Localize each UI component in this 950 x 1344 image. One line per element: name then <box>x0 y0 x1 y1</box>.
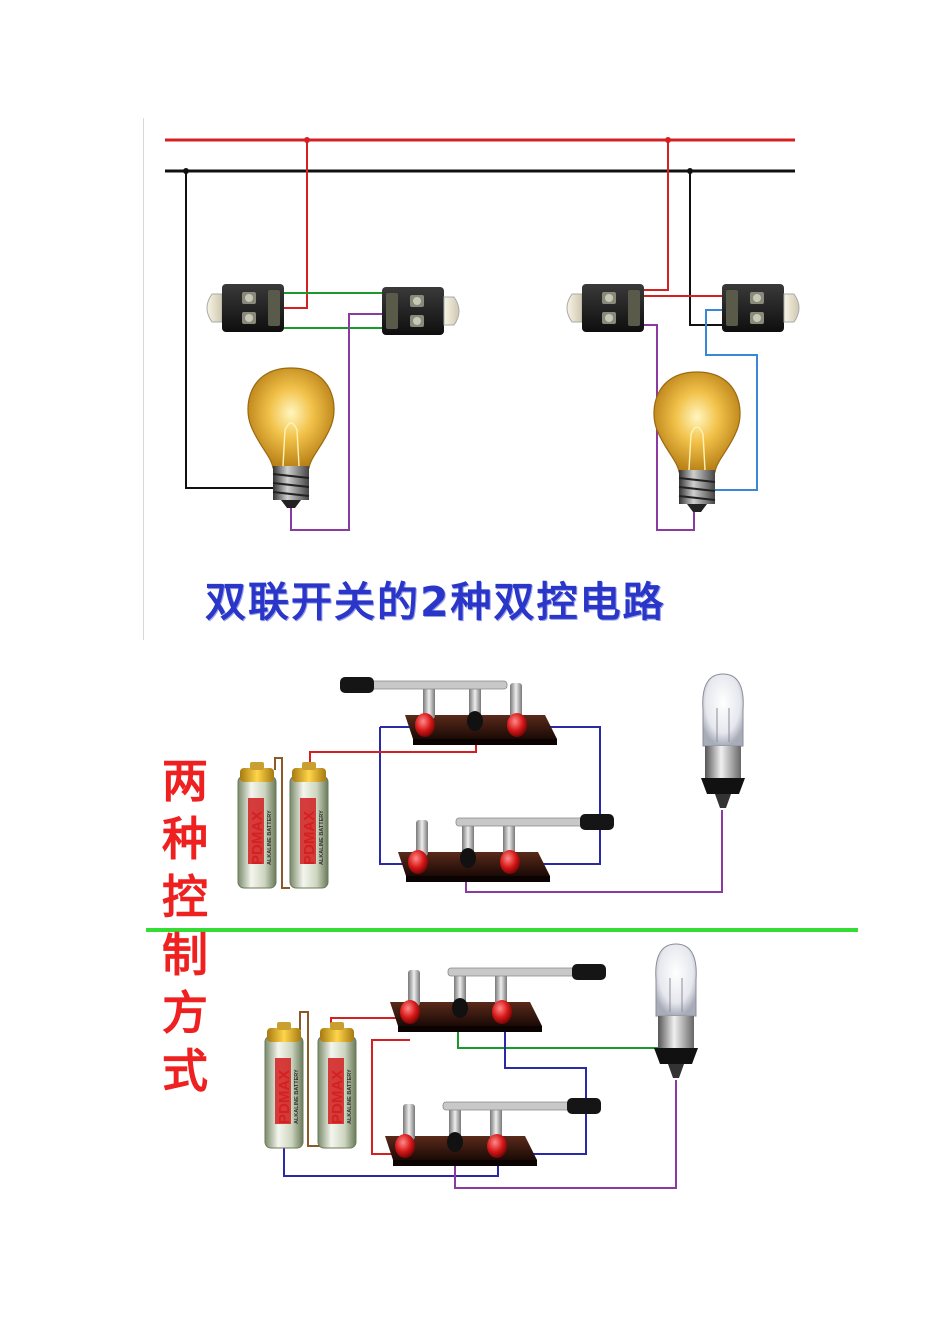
side-title-char: 两 <box>162 754 208 808</box>
knife-switch-icon <box>339 676 558 746</box>
wall-switch-icon <box>381 286 460 336</box>
battery-circuit-1 <box>237 673 746 893</box>
battery-subtext-label: ALKALINE BATTERY <box>267 810 273 865</box>
side-title-char: 方 <box>162 986 208 1040</box>
knife-switch-icon <box>389 963 607 1033</box>
right-circuit-wires <box>643 137 758 531</box>
side-title-char: 控 <box>162 870 208 924</box>
top-panel-border <box>143 118 144 640</box>
battery-labels: PDMAX ALKALINE BATTERY PDMAX ALKALINE BA… <box>249 810 353 1124</box>
battery-circuit-2 <box>264 943 699 1189</box>
battery-subtext-label: ALKALINE BATTERY <box>319 810 325 865</box>
side-title-char: 式 <box>162 1044 208 1098</box>
wall-switch-icon <box>566 283 645 333</box>
battery-subtext-label: ALKALINE BATTERY <box>294 1069 300 1124</box>
wall-switch-icon <box>206 283 285 333</box>
wall-switch-icon <box>721 283 800 333</box>
battery-subtext-label: ALKALINE BATTERY <box>347 1069 353 1124</box>
knife-switch-icon <box>397 813 615 883</box>
battery-brand-label: PDMAX <box>329 1070 346 1124</box>
side-title-char: 制 <box>162 928 208 982</box>
small-bulb-icon <box>653 943 699 1079</box>
battery-brand-label: PDMAX <box>301 811 318 865</box>
small-bulb-icon <box>700 673 746 809</box>
top-caption: 双联开关的2种双控电路 <box>205 578 666 626</box>
side-title: 两 种 控 制 方 式 <box>150 752 220 1100</box>
side-title-char: 种 <box>162 812 208 866</box>
battery-brand-label: PDMAX <box>276 1070 293 1124</box>
top-wiring-panel <box>165 137 800 531</box>
knife-switch-icon <box>384 1097 602 1167</box>
battery-brand-label: PDMAX <box>249 811 266 865</box>
left-circuit-wires <box>183 137 383 531</box>
